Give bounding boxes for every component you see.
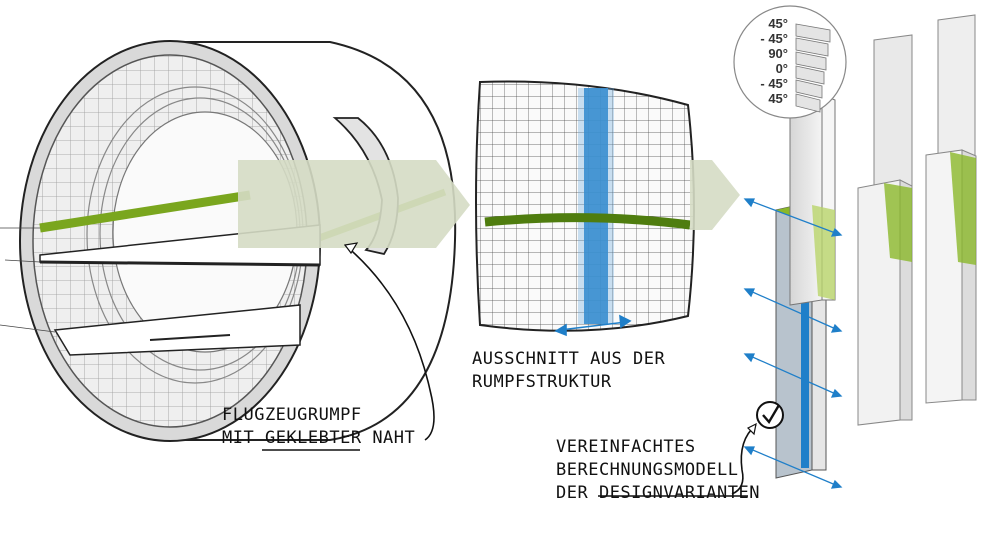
model-caption-line3: DER DESIGNVARIANTEN [556, 483, 760, 503]
ply-angle-6: 45° [768, 91, 788, 106]
fuselage-drawing [0, 40, 457, 442]
ply-angle-labels: 45° - 45° 90° 0° - 45° 45° [742, 16, 788, 106]
coupon-right [925, 14, 977, 404]
section-caption-line1: AUSSCHNITT AUS DER [472, 349, 666, 369]
ply-angle-4: 0° [775, 61, 788, 76]
model-caption-line2: BERECHNUNGSMODELL [556, 460, 739, 480]
blue-joint-strip [584, 88, 608, 324]
fuselage-caption: FLUGZEUGRUMPF MIT GEKLEBTER NAHT [222, 404, 415, 450]
ply-stack-layers [795, 23, 831, 113]
fuselage-section-panel [475, 80, 695, 332]
inner-seam [39, 190, 251, 233]
fuselage-caption-line2: MIT GEKLEBTER NAHT [222, 428, 416, 448]
ply-angle-1: 45° [768, 16, 788, 31]
model-caption-emphasis: DESIGNVARIANTEN [598, 483, 760, 503]
fuselage-leader-line [344, 244, 435, 441]
ply-angle-2: - 45° [760, 31, 788, 46]
ply-angle-5: - 45° [760, 76, 788, 91]
load-arrows [743, 198, 843, 489]
ply-angle-3: 90° [768, 46, 788, 61]
model-caption-line1: VEREINFACHTES [556, 437, 696, 457]
process-arrow-1 [238, 160, 470, 248]
coupon-mid [857, 34, 913, 426]
fuselage-caption-line1: FLUGZEUGRUMPF [222, 405, 362, 425]
panel-width-arrow [554, 314, 632, 337]
section-caption: AUSSCHNITT AUS DER RUMPFSTRUKTUR [472, 348, 665, 394]
model-caption: VEREINFACHTES BERECHNUNGSMODELL DER DESI… [556, 436, 760, 505]
section-caption-line2: RUMPFSTRUKTUR [472, 372, 612, 392]
panel-seam [484, 213, 691, 230]
process-arrow-2 [690, 160, 740, 230]
coupon-tall-gray [789, 94, 836, 306]
fuselage-caption-emphasis: GEKLEBTER [264, 428, 362, 448]
model-leader-line [731, 424, 757, 495]
cargo-floor [53, 304, 301, 356]
check-icon [756, 401, 784, 429]
